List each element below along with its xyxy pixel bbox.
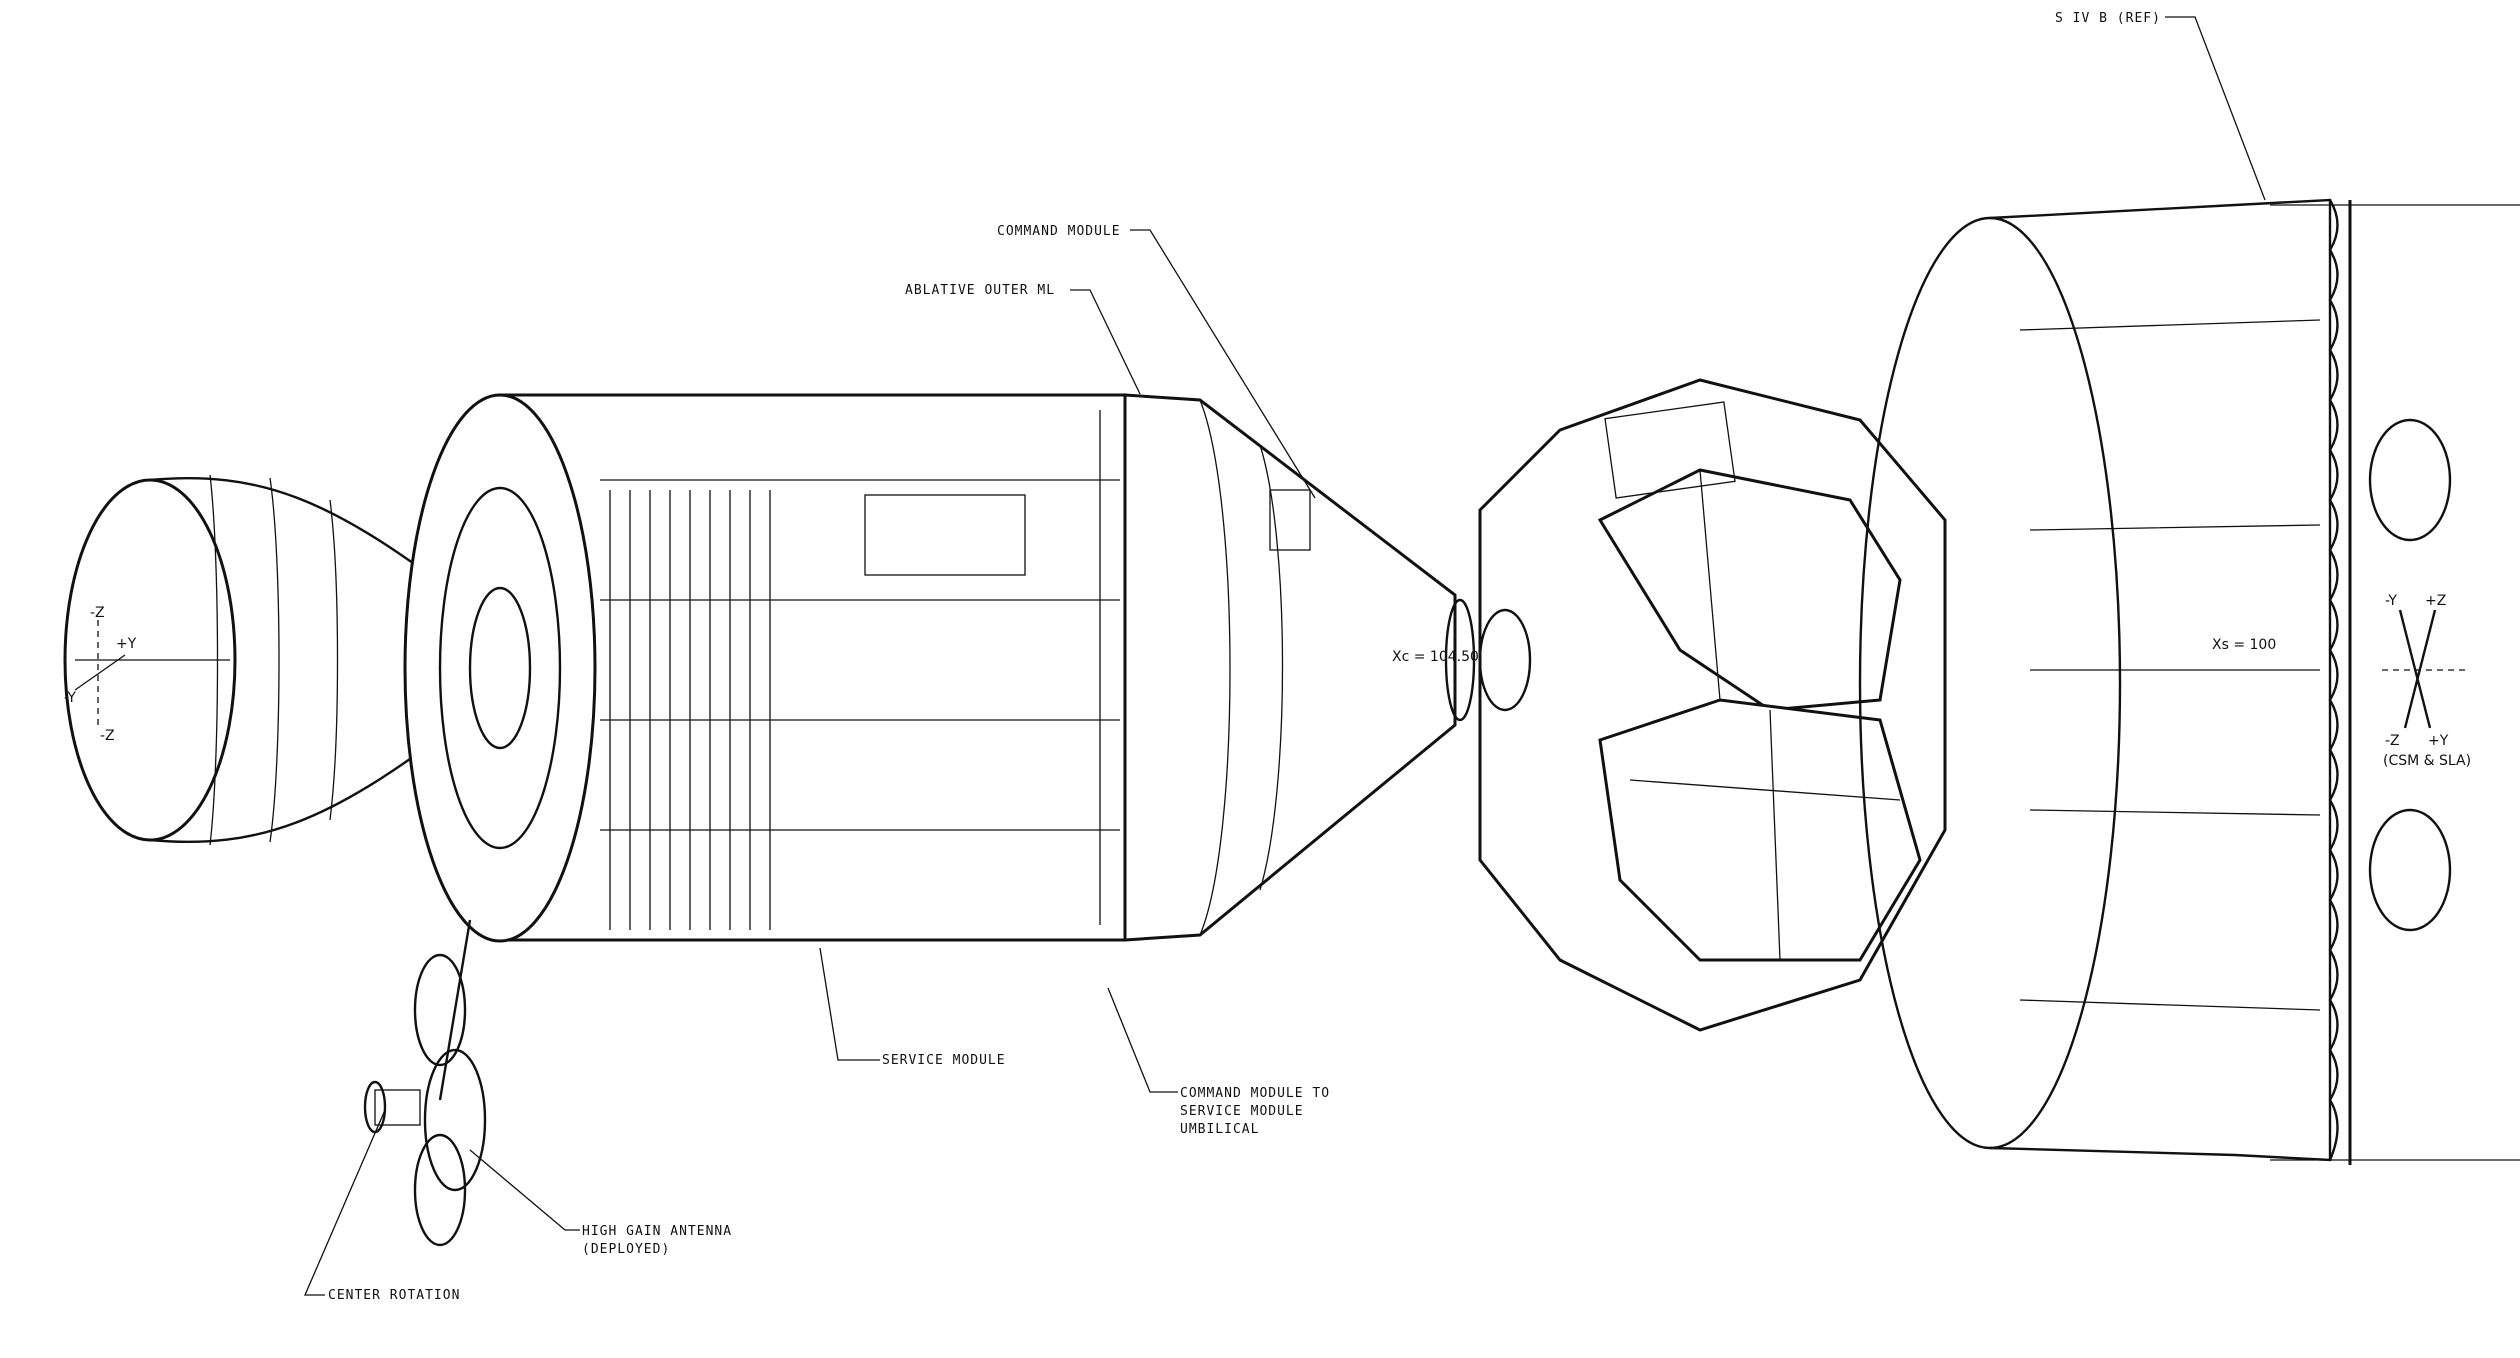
label-xs-station: Xs = 100	[2212, 637, 2276, 653]
label-umbilical-line1: COMMAND MODULE TO	[1180, 1086, 1330, 1101]
axis-label-neg-y: -Y	[2385, 593, 2397, 609]
label-center-rotation: CENTER ROTATION	[328, 1288, 460, 1303]
spacecraft-lm-adapter	[1858, 198, 2520, 1165]
leader-lines	[304, 16, 2266, 1296]
command-module	[1123, 393, 1476, 942]
axis-label-neg-y-left: -Y	[64, 690, 76, 706]
service-module	[403, 393, 1161, 943]
label-umbilical-line2: SERVICE MODULE	[1180, 1104, 1304, 1119]
lunar-module	[1478, 378, 1947, 1032]
label-command-module: COMMAND MODULE	[997, 224, 1121, 239]
high-gain-antenna	[363, 919, 487, 1247]
label-xc-station: Xc = 104.50	[1392, 649, 1479, 665]
axis-symbol-nozzle: -Z +Y -Y -Z	[64, 605, 137, 744]
label-umbilical-line3: UMBILICAL	[1180, 1122, 1259, 1137]
axis-label-pos-z: +Z	[2425, 593, 2446, 609]
axis-label-neg-z-bottom: -Z	[100, 728, 115, 744]
label-service-module: SERVICE MODULE	[882, 1053, 1006, 1068]
axis-caption: (CSM & SLA)	[2383, 753, 2471, 769]
label-hga-line1: HIGH GAIN ANTENNA	[582, 1224, 732, 1239]
axis-label-neg-z: -Z	[2385, 733, 2400, 749]
axis-label-pos-y-left: +Y	[116, 636, 137, 652]
label-ablative-outer-ml: ABLATIVE OUTER ML	[905, 283, 1055, 298]
label-hga-line2: (DEPLOYED)	[582, 1242, 670, 1257]
sps-engine-nozzle	[63, 474, 507, 846]
axis-symbol-csm-sla: -Y +Z -Z +Y (CSM & SLA)	[2382, 593, 2471, 769]
axis-label-neg-z-top: -Z	[90, 605, 105, 621]
axis-label-pos-y: +Y	[2428, 733, 2449, 749]
label-s4b: S IV B (REF)	[2055, 11, 2161, 26]
